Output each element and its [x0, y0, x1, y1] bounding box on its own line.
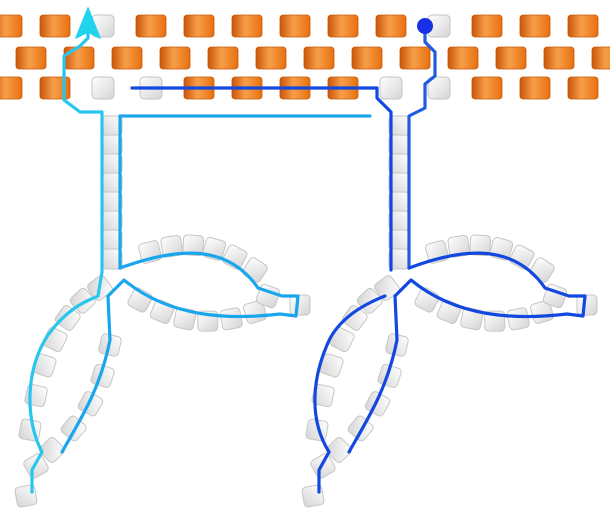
membrane-lipid-brick [399, 46, 431, 70]
membrane-lipid-brick [495, 46, 527, 70]
membrane-lipid-brick [0, 14, 23, 38]
arm-bead [374, 275, 400, 301]
signal-paths [28, 7, 587, 494]
arm-bead [341, 305, 368, 331]
left-signal-stem-path [118, 114, 372, 270]
membrane-lipid-brick [111, 46, 143, 70]
right-signal-lower-path [313, 294, 387, 494]
arm-bead [506, 307, 530, 331]
membrane-lipid-brick [351, 46, 383, 70]
membrane-lipid-brick [255, 46, 287, 70]
arm-bead [242, 257, 268, 283]
arm-bead [447, 234, 471, 258]
arm-bead [364, 391, 391, 417]
membrane-lipid-brick [327, 14, 359, 38]
dot-icon [417, 18, 433, 34]
membrane-lipid-brick [471, 14, 503, 38]
arm-tip-bead [14, 484, 38, 508]
membrane-lipid-brick [207, 46, 239, 70]
arm-bead [18, 418, 42, 442]
membrane-channel-bead [427, 76, 451, 100]
membrane-lipid-brick [303, 46, 335, 70]
membrane-channel-bead [379, 76, 403, 100]
membrane-lipid-brick [471, 76, 503, 100]
membrane-lipid-brick [0, 76, 23, 100]
membrane-lipid-brick [591, 46, 610, 70]
membrane-lipid-brick [447, 46, 479, 70]
membrane-lipid-brick [519, 14, 551, 38]
membrane-lipid-brick [567, 14, 599, 38]
arm-bead [24, 383, 48, 408]
arm-bead [469, 234, 492, 257]
membrane-lipid-brick [519, 76, 551, 100]
membrane-lipid-brick [135, 14, 167, 38]
arm-bead [529, 257, 555, 283]
membrane-lipid-brick [375, 14, 407, 38]
membrane-lipid-brick [231, 14, 263, 38]
membrane-lipid-brick [39, 14, 71, 38]
right-signal-arm-path [347, 251, 587, 454]
arm-bead [77, 391, 104, 417]
arm-bead [326, 437, 352, 463]
right-signal-stem-path [130, 86, 393, 272]
arm-tip-bead [289, 294, 311, 316]
membrane-lipid-brick [543, 46, 575, 70]
arm-bead [173, 307, 197, 331]
membrane-lipid-brick [567, 76, 599, 100]
arm-tip-bead [576, 294, 598, 316]
arm-bead [311, 383, 335, 408]
left-signal-path [28, 20, 104, 494]
left-signal-arm-path [60, 251, 300, 454]
arm-bead [160, 234, 184, 258]
membrane-lipid-brick [63, 46, 95, 70]
arm-bead [182, 234, 205, 257]
arm-bead [460, 307, 484, 331]
membrane-lipid-brick [183, 14, 215, 38]
right-signal-path [407, 28, 437, 270]
arm-bead [219, 307, 243, 331]
membrane-lipid-brick [15, 46, 47, 70]
membrane-lipid-brick [159, 46, 191, 70]
arrow-icon [75, 7, 101, 39]
arm-bead [329, 326, 355, 353]
arm-tip-bead [301, 484, 325, 508]
cell-membrane [0, 14, 610, 100]
membrane-channel-bead [91, 76, 115, 100]
arm-bead [39, 437, 65, 463]
membrane-lipid-brick [279, 14, 311, 38]
